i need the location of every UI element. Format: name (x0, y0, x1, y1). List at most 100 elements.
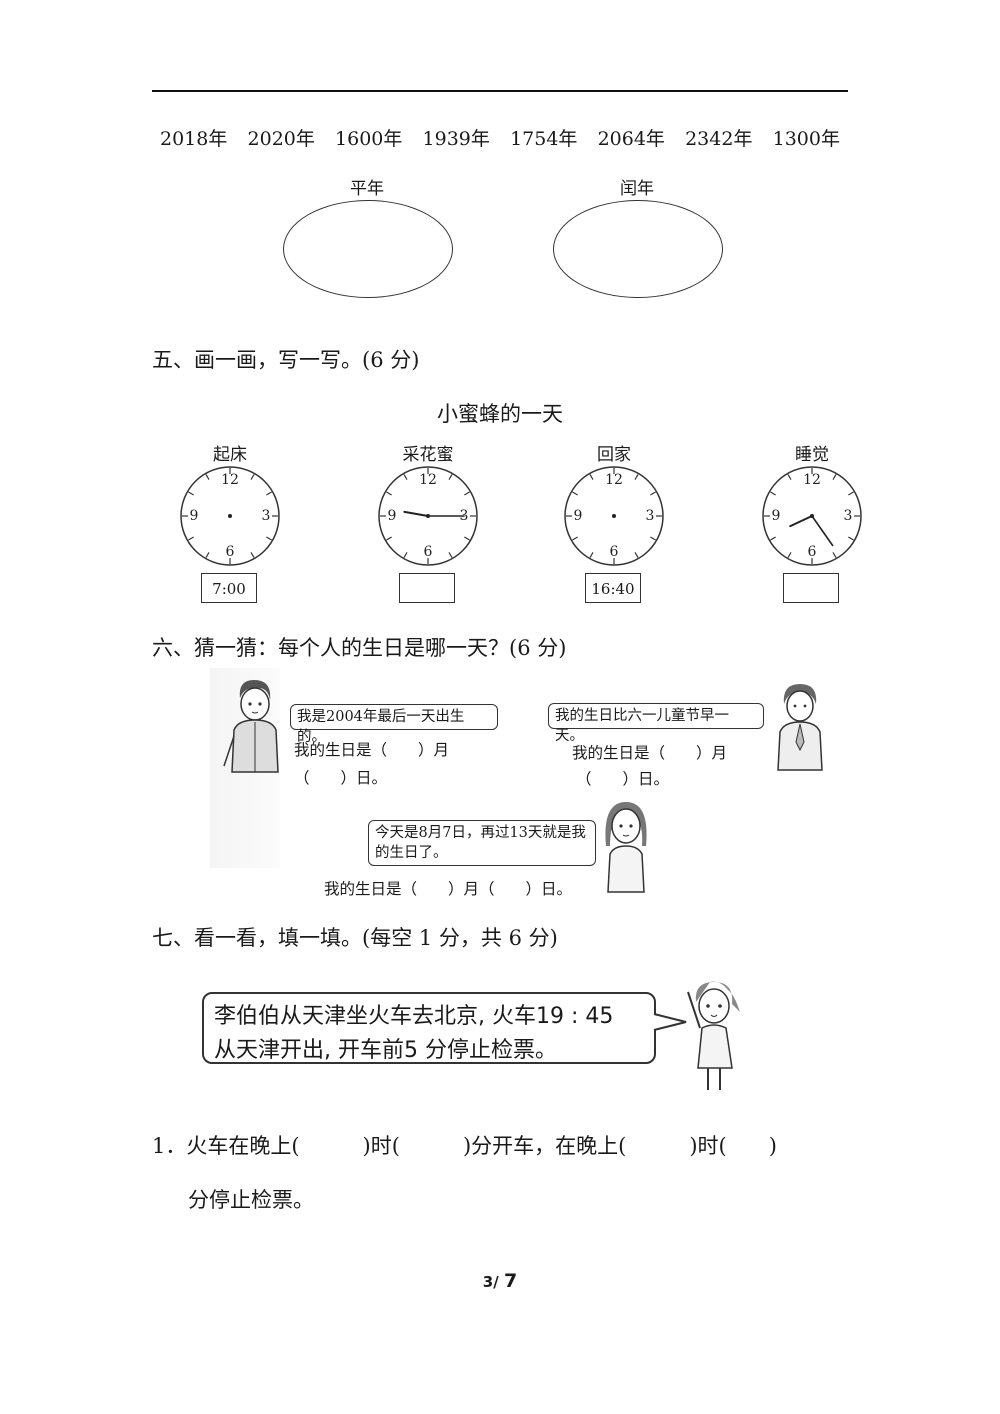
clock-tick (250, 552, 255, 558)
clock-tick (188, 536, 194, 541)
clock-label: 起床 (213, 445, 247, 465)
clock-tick (634, 474, 639, 480)
clock-tick (787, 552, 792, 558)
minute-hand (811, 515, 834, 547)
clock-tick (589, 552, 594, 558)
man-answer-line1[interactable]: 我的生日是（ ）月 (572, 744, 728, 762)
clock-numeral: 6 (226, 544, 235, 560)
girl-waving-illustration (687, 981, 740, 1090)
train-info-line2: 从天津开出, 开车前5 分停止检票。 (214, 1038, 557, 1063)
clock-numeral: 3 (844, 508, 853, 524)
clock-face: 12 3 6 9 (180, 466, 280, 566)
question1-line2: 分停止检票。 (188, 1188, 314, 1212)
clock-tick (848, 536, 854, 541)
clock-label: 睡觉 (795, 445, 829, 465)
year-item: 1939年 (422, 128, 490, 150)
clock-tick (386, 536, 392, 541)
clock-numeral: 6 (610, 544, 619, 560)
clock-numeral: 12 (605, 472, 623, 488)
page-current: 3/ (482, 1273, 499, 1291)
year-item: 1754年 (510, 128, 578, 150)
clock-tick (832, 474, 837, 480)
common-year-set[interactable] (283, 200, 453, 298)
bubble-tail (653, 1013, 687, 1031)
clock-numeral: 6 (424, 544, 433, 560)
clock-numeral: 3 (646, 508, 655, 524)
man-illustration (777, 684, 823, 771)
clock-numeral: 12 (221, 472, 239, 488)
clock-numeral: 9 (574, 508, 583, 524)
train-info-line1: 李伯伯从天津坐火车去北京, 火车19 : 45 (214, 1004, 614, 1029)
year-item: 2064年 (597, 128, 665, 150)
clock-numeral: 9 (772, 508, 781, 524)
time-box[interactable] (399, 573, 455, 603)
clock-tick (403, 552, 408, 558)
clock-tick (266, 491, 272, 496)
leap-year-label: 闰年 (620, 179, 654, 199)
clock-center (612, 514, 616, 518)
clock-tick (572, 536, 578, 541)
train-info-bubble: 李伯伯从天津坐火车去北京, 火车19 : 45 从天津开出, 开车前5 分停止检… (202, 992, 656, 1064)
year-item: 1300年 (772, 128, 840, 150)
boy-illustration (223, 680, 279, 773)
question1-line1[interactable]: 1．火车在晚上( )时( )分开车，在晚上( )时( ) (152, 1134, 777, 1158)
hour-hand (403, 510, 429, 517)
clock-center (228, 514, 232, 518)
clock-face: 12 3 6 9 (564, 466, 664, 566)
common-year-label: 平年 (350, 179, 384, 199)
time-box[interactable]: 7:00 (201, 573, 257, 603)
girl-speech-bubble: 今天是8月7日，再过13天就是我的生日了。 (368, 820, 596, 866)
year-item: 1600年 (335, 128, 403, 150)
boy-speech-bubble: 我是2004年最后一天出生的。 (290, 704, 498, 745)
clock-tick (832, 552, 837, 558)
clock-tick (848, 491, 854, 496)
clock-face: 12 3 6 9 (762, 466, 862, 566)
man-answer-line2[interactable]: （ ）日。 (576, 770, 670, 788)
clock-numeral: 12 (419, 472, 437, 488)
time-box[interactable] (783, 573, 839, 603)
boy-answer-line2[interactable]: （ ）日。 (294, 769, 388, 787)
clock-tick (448, 552, 453, 558)
clock-tick (266, 536, 272, 541)
clock-tick (464, 491, 470, 496)
clock-tick (589, 474, 594, 480)
clock-tick (572, 491, 578, 496)
page-number: 3/ 7 (0, 1270, 1000, 1292)
year-item: 2342年 (685, 128, 753, 150)
clock-label: 回家 (597, 445, 631, 465)
girl-answer-line[interactable]: 我的生日是（ ）月（ ）日。 (324, 880, 573, 898)
clock-tick (787, 474, 792, 480)
clock-tick (770, 491, 776, 496)
clock-numeral: 9 (388, 508, 397, 524)
clock-tick (188, 491, 194, 496)
section5-title: 五、画一画，写一写。(6 分) (152, 348, 420, 372)
boy-answer-line1[interactable]: 我的生日是（ ）月 (294, 741, 450, 759)
clock-tick (464, 536, 470, 541)
clock-numeral: 12 (803, 472, 821, 488)
clock-tick (770, 536, 776, 541)
clock-tick (650, 491, 656, 496)
clock-numeral: 6 (808, 544, 817, 560)
clock-tick (205, 474, 210, 480)
section6-title: 六、猜一猜：每个人的生日是哪一天？(6 分) (152, 636, 567, 660)
year-item: 2020年 (247, 128, 315, 150)
year-list: 2018年 2020年 1600年 1939年 1754年 2064年 2342… (160, 124, 840, 151)
clock-tick (448, 474, 453, 480)
year-item: 2018年 (160, 128, 228, 150)
leap-year-set[interactable] (553, 200, 723, 298)
clock-tick (634, 552, 639, 558)
hour-hand (789, 515, 813, 528)
clock-numeral: 3 (262, 508, 271, 524)
clock-numeral: 9 (190, 508, 199, 524)
clock-tick (205, 552, 210, 558)
section5-subtitle: 小蜜蜂的一天 (437, 402, 563, 426)
clock-tick (403, 474, 408, 480)
man-speech-bubble: 我的生日比六一儿童节早一天。 (548, 703, 764, 744)
page-total: 7 (503, 1270, 518, 1292)
clock-tick (386, 491, 392, 496)
clock-tick (650, 536, 656, 541)
time-box[interactable]: 16:40 (585, 573, 641, 603)
clock-label: 采花蜜 (402, 445, 454, 465)
clock-tick (250, 474, 255, 480)
